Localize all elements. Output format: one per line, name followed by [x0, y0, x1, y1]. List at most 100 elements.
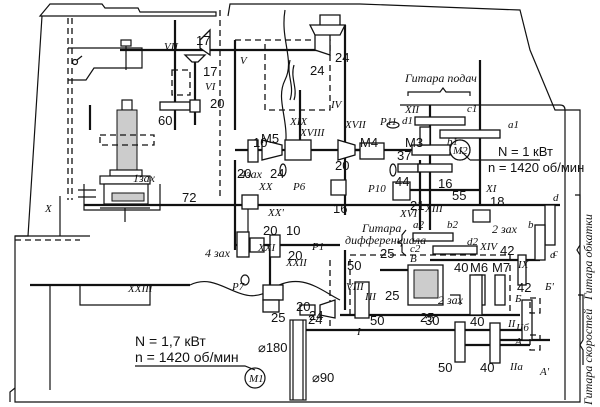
diagram-shape: [99, 134, 155, 146]
feed-guitar-brace: [407, 87, 471, 96]
diagram-shape: [68, 47, 143, 81]
diagram-shape: [111, 192, 145, 202]
diagram-shape: [59, 196, 249, 236]
diagram-label: 30: [425, 313, 439, 328]
diagram-label: c: [553, 247, 558, 259]
diagram-shape: [330, 179, 347, 196]
diagram-label: 50: [438, 360, 452, 375]
diagram-label: I: [356, 326, 362, 338]
diagram-shape: [262, 299, 280, 313]
diagram-shape: [135, 365, 256, 371]
diagram-label: 25: [271, 310, 285, 325]
diagram-label: 25: [420, 310, 434, 325]
diagram-label: Б: [514, 293, 522, 305]
diagram-label: 44: [395, 174, 409, 189]
diagram-label: P11: [379, 116, 397, 128]
diagram-label: XII: [404, 104, 420, 116]
diagram-label: VII: [164, 41, 179, 53]
diagram-label: 42: [517, 280, 531, 295]
diagram-shape: [319, 299, 336, 319]
gears: [159, 14, 556, 364]
table-spindle: [78, 99, 161, 222]
diagram-shape: [521, 299, 533, 341]
belt-drive: [244, 139, 471, 401]
diagram-label: В: [410, 253, 417, 265]
diagram-shape: [235, 39, 331, 111]
diagram-shape: [49, 285, 151, 390]
diagram-label: M6: [470, 260, 488, 275]
diagram-label: c2: [410, 243, 421, 255]
diagram-label: IX: [517, 259, 530, 271]
diagram-label: 20: [237, 166, 251, 181]
diagram-label: XI: [485, 183, 498, 195]
diagram-label: d: [553, 192, 559, 204]
diagram-label: 40: [454, 260, 468, 275]
handle-p4-icon: [389, 163, 397, 177]
diagram-label: 37: [397, 148, 411, 163]
motor-main-speed: n = 1420 об/мин: [135, 349, 239, 365]
diagram-shape: [439, 129, 501, 139]
diagram-label: XIII: [424, 203, 444, 215]
diagram-shape: [241, 194, 259, 210]
diagram-shape: [517, 254, 527, 286]
diagram-label: 50: [370, 313, 384, 328]
diagram-label: А: [514, 336, 522, 348]
diagram-label: a: [550, 249, 556, 261]
motor-feed-speed: n = 1420 об/мин: [488, 160, 584, 175]
motor-main-power: N = 1,7 кВт: [135, 333, 206, 349]
diagram-label: 10: [286, 223, 300, 238]
diagram-label: 42: [500, 243, 514, 258]
diagram-shape: [76, 55, 83, 61]
label-feed-guitar: Гитара подач: [404, 71, 477, 85]
diagram-shape: [432, 245, 478, 255]
diagram-label: VI: [205, 81, 217, 93]
diagram-label: 10: [253, 135, 267, 150]
diagram-label: IV: [330, 99, 343, 111]
diagram-label: IIб: [515, 322, 529, 334]
diagram-shape: [529, 297, 541, 314]
diagram-shape: [288, 59, 296, 101]
diagram-label: VIII: [346, 281, 365, 293]
diagram-label: XX': [267, 207, 284, 219]
diagram-label: c1: [467, 103, 477, 115]
diagram-label: P6: [292, 181, 306, 193]
diagram-shape: [392, 181, 411, 201]
diagram-label: 24: [309, 308, 323, 323]
diagram-label: 21: [410, 198, 424, 213]
diagram-label: II: [507, 318, 517, 330]
diagram-shape: [183, 54, 207, 63]
diagram-label: b: [528, 219, 534, 231]
diagram-label: 16: [438, 176, 452, 191]
bracket-handle-icon: [71, 55, 83, 66]
diagram-label: 20: [210, 96, 224, 111]
diagram-label: 40: [480, 360, 494, 375]
diagram-label: P1: [311, 241, 324, 253]
diagram-shape: [454, 321, 466, 363]
motor-feed-name: M2: [452, 145, 468, 157]
diagram-shape: [247, 139, 259, 163]
diagram-shape: [120, 39, 132, 47]
diagram-shape: [349, 254, 511, 316]
diagram-shape: [359, 142, 385, 160]
pulley-drive: ⌀90: [312, 370, 334, 385]
diagram-label: III: [364, 291, 377, 303]
diagram-label: X: [44, 203, 53, 215]
diagram-label: 2 зах: [492, 222, 518, 236]
diagram-shape: [9, 387, 16, 402]
diagram-label: XVIII: [299, 127, 326, 139]
diagram-shape: [529, 334, 541, 351]
diagram-shape: [189, 99, 201, 113]
diagram-shape: [171, 69, 191, 96]
diagram-shape: [289, 319, 307, 401]
diagram-shape: [354, 281, 370, 319]
label-rolling-guitar: Гитара обкатки: [581, 214, 595, 301]
diagram-label: d2: [467, 236, 479, 248]
diagram-label: b2: [447, 219, 459, 231]
diagram-label: XX: [258, 181, 274, 193]
diagram-shape: [249, 237, 265, 253]
diagram-shape: [299, 304, 316, 316]
diagram-shape: [284, 139, 312, 161]
diagram-shape: [71, 58, 79, 66]
diagram-label: 40: [470, 314, 484, 329]
